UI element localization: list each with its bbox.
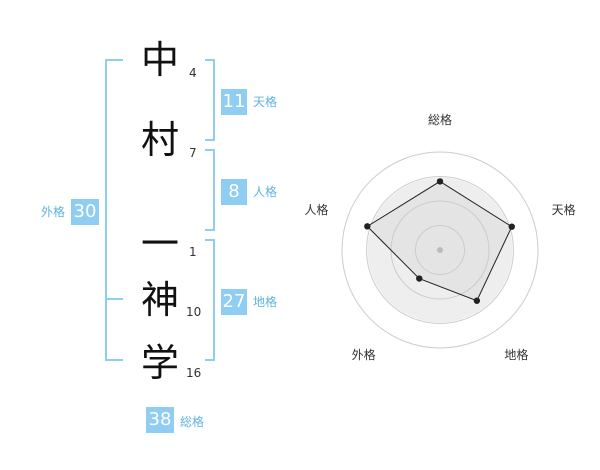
radar-center-dot <box>437 247 443 253</box>
name-char-2: 村 <box>140 118 179 162</box>
chikaku-value: 27 <box>221 289 247 315</box>
chikaku-label: 地格 <box>253 295 278 309</box>
radar-ring-3 <box>366 176 514 324</box>
radar-axis-label-3: 地格 <box>504 347 528 362</box>
radar-polygon <box>366 180 513 302</box>
radar-point-4 <box>416 275 423 282</box>
stroke-count-3: 1 <box>189 245 197 259</box>
name-char-1: 中 <box>140 38 179 82</box>
tenkaku-label: 天格 <box>253 95 278 109</box>
gaikaku-value: 30 <box>71 199 99 225</box>
stroke-count-1: 4 <box>189 66 197 80</box>
radar-axis-label-4: 外格 <box>352 347 376 362</box>
name-char-3: 一 <box>140 222 179 266</box>
soukaku-value: 38 <box>146 407 174 433</box>
radar-point-5 <box>364 223 371 230</box>
radar-axis-label-5: 人格 <box>304 202 328 217</box>
tenkaku-bracket <box>205 59 215 141</box>
stroke-count-5: 16 <box>186 366 202 380</box>
gaikaku-divider <box>105 298 123 300</box>
jinkaku-value: 8 <box>221 179 247 205</box>
name-char-5: 学 <box>140 341 179 385</box>
jinkaku-label: 人格 <box>253 185 278 199</box>
radar-point-1 <box>436 178 444 185</box>
jinkaku-bracket <box>205 149 215 231</box>
gaikaku-bracket <box>105 59 123 361</box>
stroke-count-4: 10 <box>186 305 202 319</box>
radar-ring-1 <box>415 225 465 275</box>
radar-point-2 <box>508 223 515 230</box>
radar-axis-label-2: 天格 <box>552 202 576 217</box>
radar-axis-label-1: 総格 <box>428 112 452 127</box>
stroke-count-2: 7 <box>189 146 197 160</box>
chikaku-bracket <box>205 239 215 361</box>
radar-point-3 <box>473 297 481 304</box>
soukaku-label: 総格 <box>180 415 205 429</box>
tenkaku-value: 11 <box>221 89 247 115</box>
radar-ring-4 <box>341 151 539 349</box>
name-char-4: 神 <box>140 278 179 322</box>
gaikaku-label: 外格 <box>41 205 66 219</box>
